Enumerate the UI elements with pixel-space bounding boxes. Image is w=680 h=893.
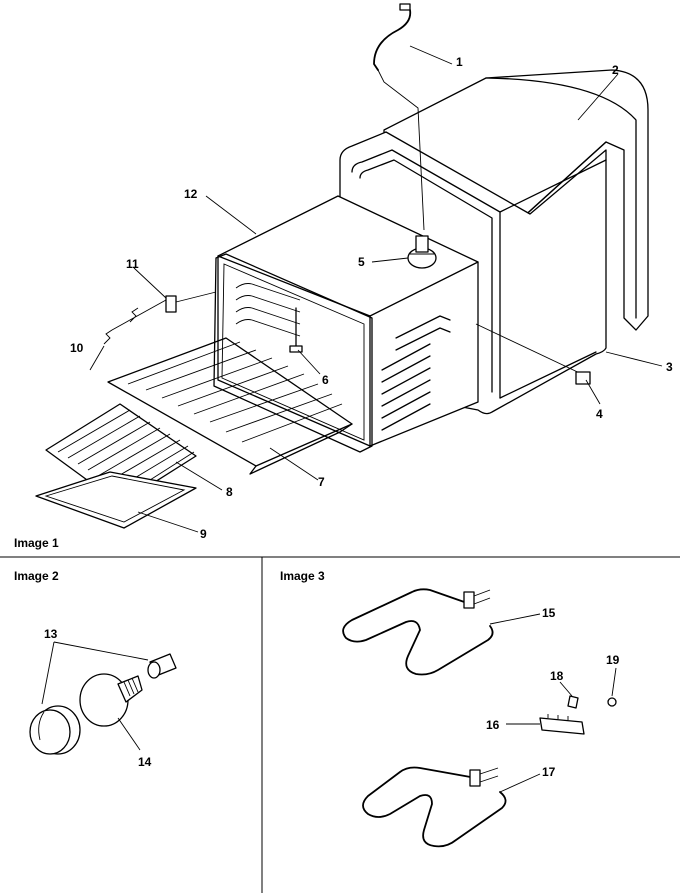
light-bulb bbox=[79, 673, 143, 727]
rear-bracket bbox=[165, 291, 217, 313]
broil-element bbox=[342, 588, 494, 676]
lens-collar bbox=[147, 653, 177, 679]
callout-4: 4 bbox=[596, 407, 603, 421]
element-clip bbox=[567, 695, 579, 709]
panel-title-image2: Image 2 bbox=[14, 569, 59, 583]
oven-rack bbox=[107, 337, 353, 475]
light-socket-wire bbox=[373, 3, 425, 231]
panel-title-image3: Image 3 bbox=[280, 569, 325, 583]
bake-element bbox=[362, 766, 507, 848]
callout-7: 7 bbox=[318, 475, 325, 489]
panel-title-image1: Image 1 bbox=[14, 536, 59, 550]
terminal-block bbox=[539, 714, 585, 735]
callout-12: 12 bbox=[184, 187, 198, 201]
oven-sensor bbox=[289, 307, 303, 353]
light-lens-cover bbox=[29, 705, 81, 755]
image2-panel: Image 2 13 14 bbox=[14, 569, 177, 769]
callout-11: 11 bbox=[126, 257, 139, 271]
callout-6: 6 bbox=[322, 373, 329, 387]
callout-2: 2 bbox=[612, 63, 619, 77]
mounting-screw bbox=[607, 697, 617, 707]
spring-wire bbox=[103, 299, 167, 345]
callout-19: 19 bbox=[606, 653, 620, 667]
callout-10: 10 bbox=[70, 341, 84, 355]
callout-3: 3 bbox=[666, 360, 673, 374]
callout-17: 17 bbox=[542, 765, 556, 779]
image1-panel: 1 2 3 4 5 6 7 8 9 10 11 12 Image 1 bbox=[14, 3, 673, 550]
callout-5: 5 bbox=[358, 255, 365, 269]
image3-panel: Image 3 15 16 bbox=[280, 569, 620, 848]
callout-13: 13 bbox=[44, 627, 58, 641]
broil-pan bbox=[35, 471, 197, 529]
callout-16: 16 bbox=[486, 718, 500, 732]
callout-8: 8 bbox=[226, 485, 233, 499]
callout-9: 9 bbox=[200, 527, 207, 541]
callout-14: 14 bbox=[138, 755, 152, 769]
callout-15: 15 bbox=[542, 606, 556, 620]
callout-1: 1 bbox=[456, 55, 463, 69]
light-assembly bbox=[407, 235, 437, 269]
callout-18: 18 bbox=[550, 669, 564, 683]
